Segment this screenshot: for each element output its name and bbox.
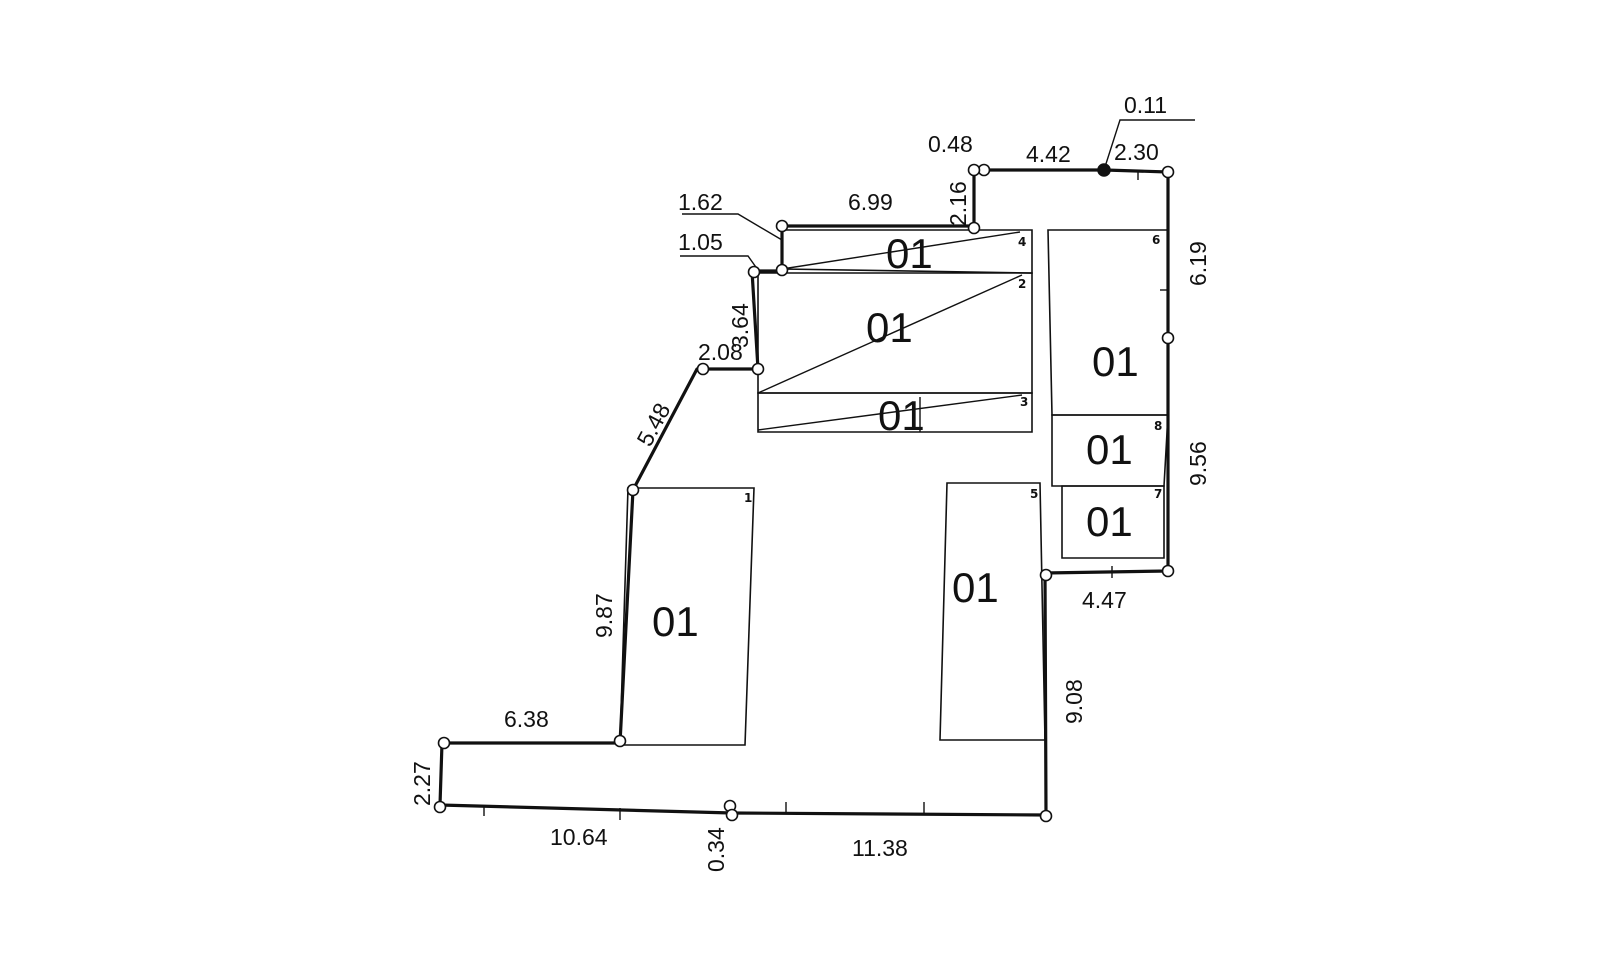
dim-3-64: 3.64: [727, 303, 753, 348]
dim-2-08: 2.08: [698, 339, 743, 365]
dim-11-38: 11.38: [852, 835, 908, 861]
building-8-number: 8: [1154, 419, 1162, 433]
dim-1-05: 1.05: [678, 229, 723, 255]
dim-6-38: 6.38: [504, 706, 549, 732]
building-labels: 01 01 01 01 01 01 01 01: [652, 230, 1139, 645]
building-3-outline: [757, 392, 1033, 433]
dim-0-11: 0.11: [1124, 92, 1167, 118]
building-5-number: 5: [1030, 487, 1038, 501]
building-4-label: 01: [886, 230, 933, 277]
dim-0-34: 0.34: [703, 827, 729, 872]
building-4-number: 4: [1018, 235, 1026, 249]
building-3-number: 3: [1020, 395, 1028, 409]
building-2-label: 01: [866, 304, 913, 351]
dim-10-64: 10.64: [550, 824, 608, 850]
building-8-label: 01: [1086, 426, 1133, 473]
building-7-label: 01: [1086, 498, 1133, 545]
dim-9-56: 9.56: [1185, 441, 1211, 486]
dim-0-48: 0.48: [928, 131, 973, 157]
building-numbers: 1 4 2 3 5 6 8 7: [744, 233, 1162, 505]
building-1-label: 01: [652, 598, 699, 645]
dim-2-30: 2.30: [1114, 139, 1159, 165]
building-7-outline: [1061, 485, 1165, 559]
dim-4-42: 4.42: [1026, 141, 1071, 167]
building-5-outline: [939, 482, 1046, 741]
dim-9-08: 9.08: [1061, 679, 1087, 724]
dim-2-27: 2.27: [409, 761, 435, 806]
leader-1-05: [680, 255, 759, 271]
dim-6-19: 6.19: [1185, 241, 1211, 286]
boundary-ticks: [483, 172, 1168, 820]
boundary-dimensions: 0.11 2.30 4.42 0.48 2.16 6.99 1.62 1.05 …: [409, 92, 1211, 872]
building-6-number: 6: [1152, 233, 1160, 247]
dim-6-99: 6.99: [848, 189, 893, 215]
building-3-diagonal: [757, 394, 1023, 431]
building-1-number: 1: [744, 491, 752, 505]
building-6-outline: [1047, 229, 1169, 416]
building-5-label: 01: [952, 564, 999, 611]
building-6-label: 01: [1092, 338, 1139, 385]
leader-1-62: [682, 213, 783, 241]
building-2-number: 2: [1018, 277, 1026, 291]
building-4-diagonal: [781, 231, 1021, 270]
boundary-vertices: [433, 163, 1175, 823]
leader-0-11: [1103, 119, 1195, 171]
dim-1-62: 1.62: [678, 189, 723, 215]
building-2-diagonal: [757, 274, 1023, 394]
building-1-outline: [619, 487, 755, 746]
leader-lines: [680, 119, 1195, 271]
dim-9-87: 9.87: [591, 593, 617, 638]
building-3-label: 01: [878, 392, 925, 439]
dim-4-47: 4.47: [1082, 587, 1127, 613]
dim-2-16: 2.16: [945, 181, 971, 226]
building-7-number: 7: [1154, 487, 1162, 501]
